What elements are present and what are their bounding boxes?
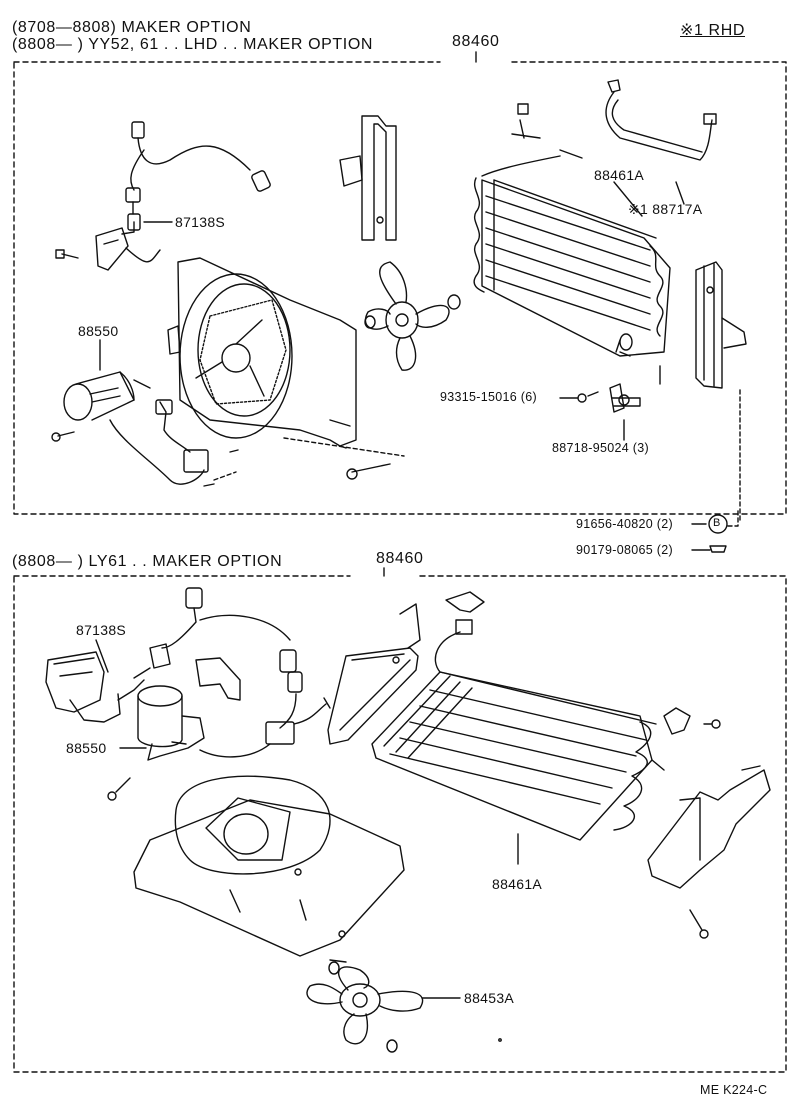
label-87138s-lower: 87138S <box>76 622 127 638</box>
footer-code: ME K224-C <box>700 1083 768 1097</box>
condenser-upper <box>473 103 671 357</box>
tube-upper <box>605 79 717 161</box>
b-symbol: B <box>713 517 721 529</box>
bracket-right-upper <box>695 261 747 389</box>
rhd-note: ※1 RHD <box>680 22 746 39</box>
bracket-right-lower <box>647 707 771 939</box>
lower-frame <box>13 575 787 1073</box>
header-line-2: (8808— ) YY52, 61 . . LHD . . MAKER OPTI… <box>12 36 374 53</box>
bracket-upper <box>339 115 397 241</box>
ref-label-lower: 88460 <box>376 550 424 567</box>
wire-harness-upper <box>125 121 271 231</box>
label-90179-08065: 90179-08065 (2) <box>576 543 673 557</box>
switch-lower <box>45 651 151 723</box>
ref-label-upper: 88460 <box>452 33 500 50</box>
clip-lower <box>445 591 485 613</box>
label-88453a: 88453A <box>464 990 515 1006</box>
lower-header: (8808— ) LY61 . . MAKER OPTION <box>12 553 283 570</box>
switch-upper <box>55 221 161 271</box>
clamp-upper <box>609 383 641 413</box>
fan-motor-upper <box>51 371 215 487</box>
label-91656-40820: 91656-40820 (2) <box>576 517 673 531</box>
label-88718-95024: 88718-95024 (3) <box>552 441 649 455</box>
fan-shroud-lower <box>133 775 405 963</box>
fan-blade-upper <box>364 261 461 371</box>
fan-motor-lower <box>107 685 205 801</box>
label-88550-upper: 88550 <box>78 323 119 339</box>
fan-blade-lower <box>306 961 424 1053</box>
label-87138s-upper: 87138S <box>175 214 226 230</box>
header-line-1: (8708—8808) MAKER OPTION <box>12 19 252 36</box>
fan-shroud-upper <box>167 257 405 481</box>
condenser-lower <box>371 619 665 841</box>
wire-harness-lower <box>149 587 331 758</box>
mount-bracket-lower <box>195 657 241 701</box>
upper-frame <box>13 61 787 515</box>
label-88717a: ※1 88717A <box>628 201 703 217</box>
label-93315-15016: 93315-15016 (6) <box>440 390 537 404</box>
label-88461a-lower: 88461A <box>492 876 543 892</box>
label-88550-lower: 88550 <box>66 740 107 756</box>
bracket-lower <box>327 603 421 745</box>
label-88461a-upper: 88461A <box>594 167 645 183</box>
